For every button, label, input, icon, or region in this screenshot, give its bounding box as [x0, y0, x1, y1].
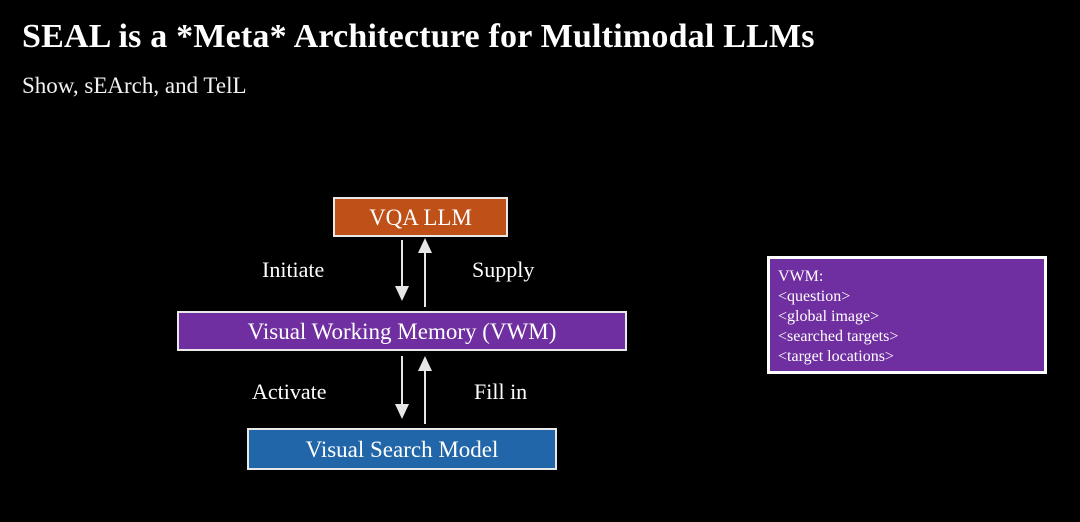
arrow-supply: [418, 238, 432, 307]
node-vqa-llm-label: VQA LLM: [369, 204, 472, 230]
vwm-contents-panel: VWM: <question> <global image> <searched…: [767, 256, 1047, 374]
node-vqa-llm[interactable]: VQA LLM: [333, 197, 508, 237]
arrow-fill-in: [418, 356, 432, 424]
node-visual-search-model[interactable]: Visual Search Model: [247, 428, 557, 470]
edge-label-initiate: Initiate: [262, 257, 325, 282]
edge-label-fill-in: Fill in: [474, 379, 528, 404]
vwm-panel-line-question: <question>: [778, 288, 851, 305]
vwm-panel-line-global-image: <global image>: [778, 308, 880, 325]
page-title: SEAL is a *Meta* Architecture for Multim…: [22, 18, 815, 55]
edge-label-supply: Supply: [472, 257, 535, 282]
node-visual-working-memory-label: Visual Working Memory (VWM): [247, 318, 557, 344]
vwm-panel-line-searched-targets: <searched targets>: [778, 328, 899, 345]
page-subtitle: Show, sEArch, and TelL: [22, 73, 247, 98]
vwm-panel-line-title: VWM:: [778, 268, 824, 285]
arrow-initiate: [395, 240, 409, 301]
node-visual-working-memory[interactable]: Visual Working Memory (VWM): [177, 311, 627, 351]
node-visual-search-model-label: Visual Search Model: [305, 436, 499, 462]
edge-label-activate: Activate: [252, 379, 327, 404]
arrow-activate: [395, 356, 409, 419]
vwm-panel-line-target-locations: <target locations>: [778, 348, 894, 365]
